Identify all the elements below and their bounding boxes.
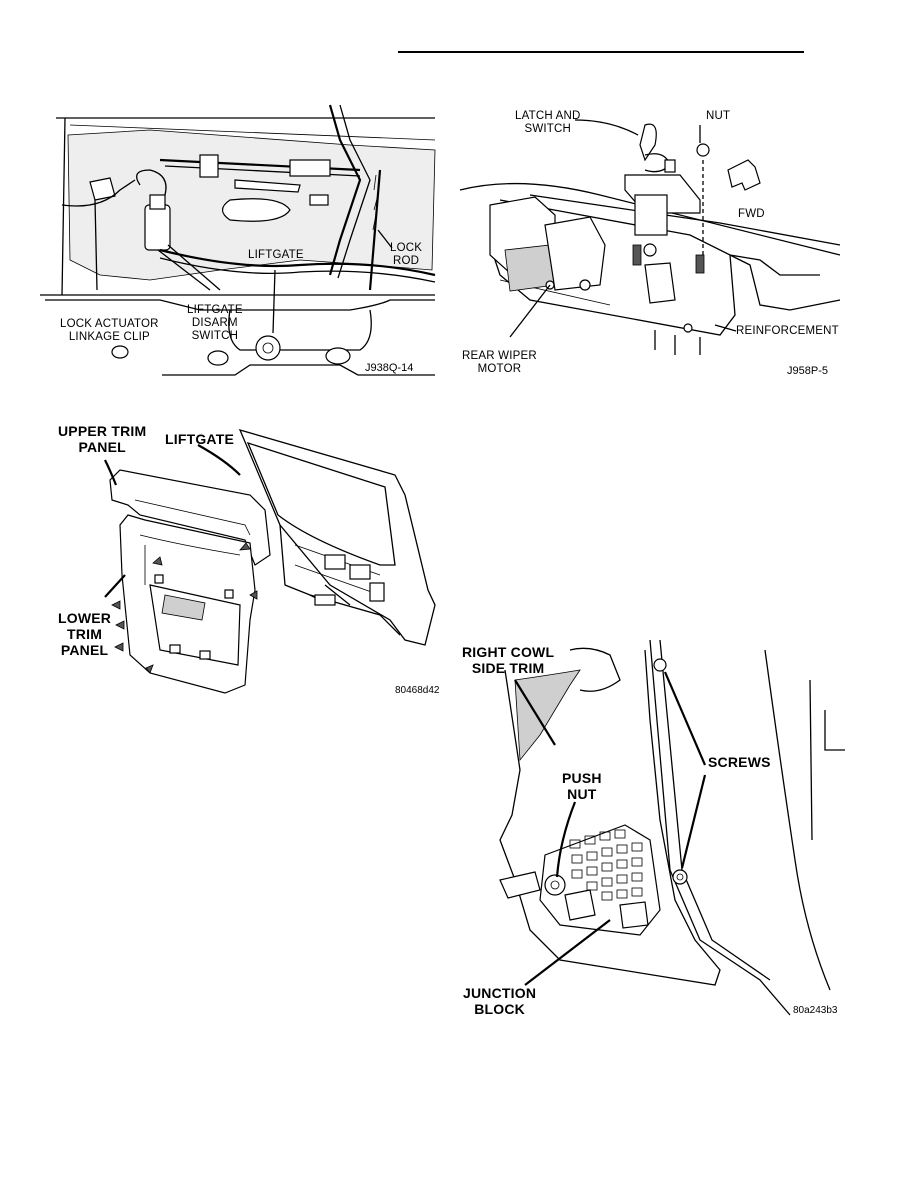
label-lower-trim-panel: LOWER TRIM PANEL — [58, 610, 112, 658]
label-fwd: FWD — [738, 208, 765, 220]
label-junction-block: JUNCTION BLOCK — [463, 985, 537, 1017]
label-rear-wiper-motor: REAR WIPER MOTOR — [462, 350, 537, 375]
liftgate-switch-illustration — [40, 104, 436, 376]
latch-switch-illustration — [459, 119, 841, 355]
figure-right-cowl-side-trim: RIGHT COWL SIDE TRIM PUSH NUT SCREWS JUN… — [460, 639, 845, 1020]
figure-code: 80a243b3 — [793, 1005, 838, 1016]
label-push-nut: PUSH NUT — [562, 770, 602, 802]
label-upper-trim-panel: UPPER TRIM PANEL — [58, 423, 147, 455]
label-reinforcement: REINFORCEMENT — [736, 325, 839, 337]
label-liftgate: LIFTGATE — [165, 431, 234, 447]
figure-code: 80468d42 — [395, 685, 440, 696]
header-rule — [398, 51, 804, 53]
label-nut: NUT — [706, 110, 731, 122]
label-liftgate-disarm-switch: LIFTGATE DISARM SWITCH — [187, 304, 243, 342]
label-lock-rod: LOCK ROD — [390, 242, 423, 267]
trim-panels-illustration — [104, 428, 436, 694]
label-right-cowl-side-trim: RIGHT COWL SIDE TRIM — [462, 644, 555, 676]
figure-latch-and-switch: LATCH AND SWITCH NUT FWD REINFORCEMENT R… — [459, 105, 845, 385]
figure-code: J958P-5 — [787, 365, 828, 377]
label-screws: SCREWS — [708, 754, 771, 770]
figure-code: J938Q-14 — [365, 362, 414, 374]
figure-liftgate-trim-panels: UPPER TRIM PANEL LIFTGATE LOWER TRIM PAN… — [50, 415, 450, 705]
cowl-trim-illustration — [499, 639, 845, 1016]
label-lock-actuator-linkage-clip: LOCK ACTUATOR LINKAGE CLIP — [60, 318, 159, 343]
label-liftgate: LIFTGATE — [248, 249, 304, 261]
label-latch-and-switch: LATCH AND SWITCH — [515, 110, 581, 135]
figure-liftgate-disarm-switch: LIFTGATE LOCK ROD LOCK ACTUATOR LINKAGE … — [40, 100, 440, 385]
